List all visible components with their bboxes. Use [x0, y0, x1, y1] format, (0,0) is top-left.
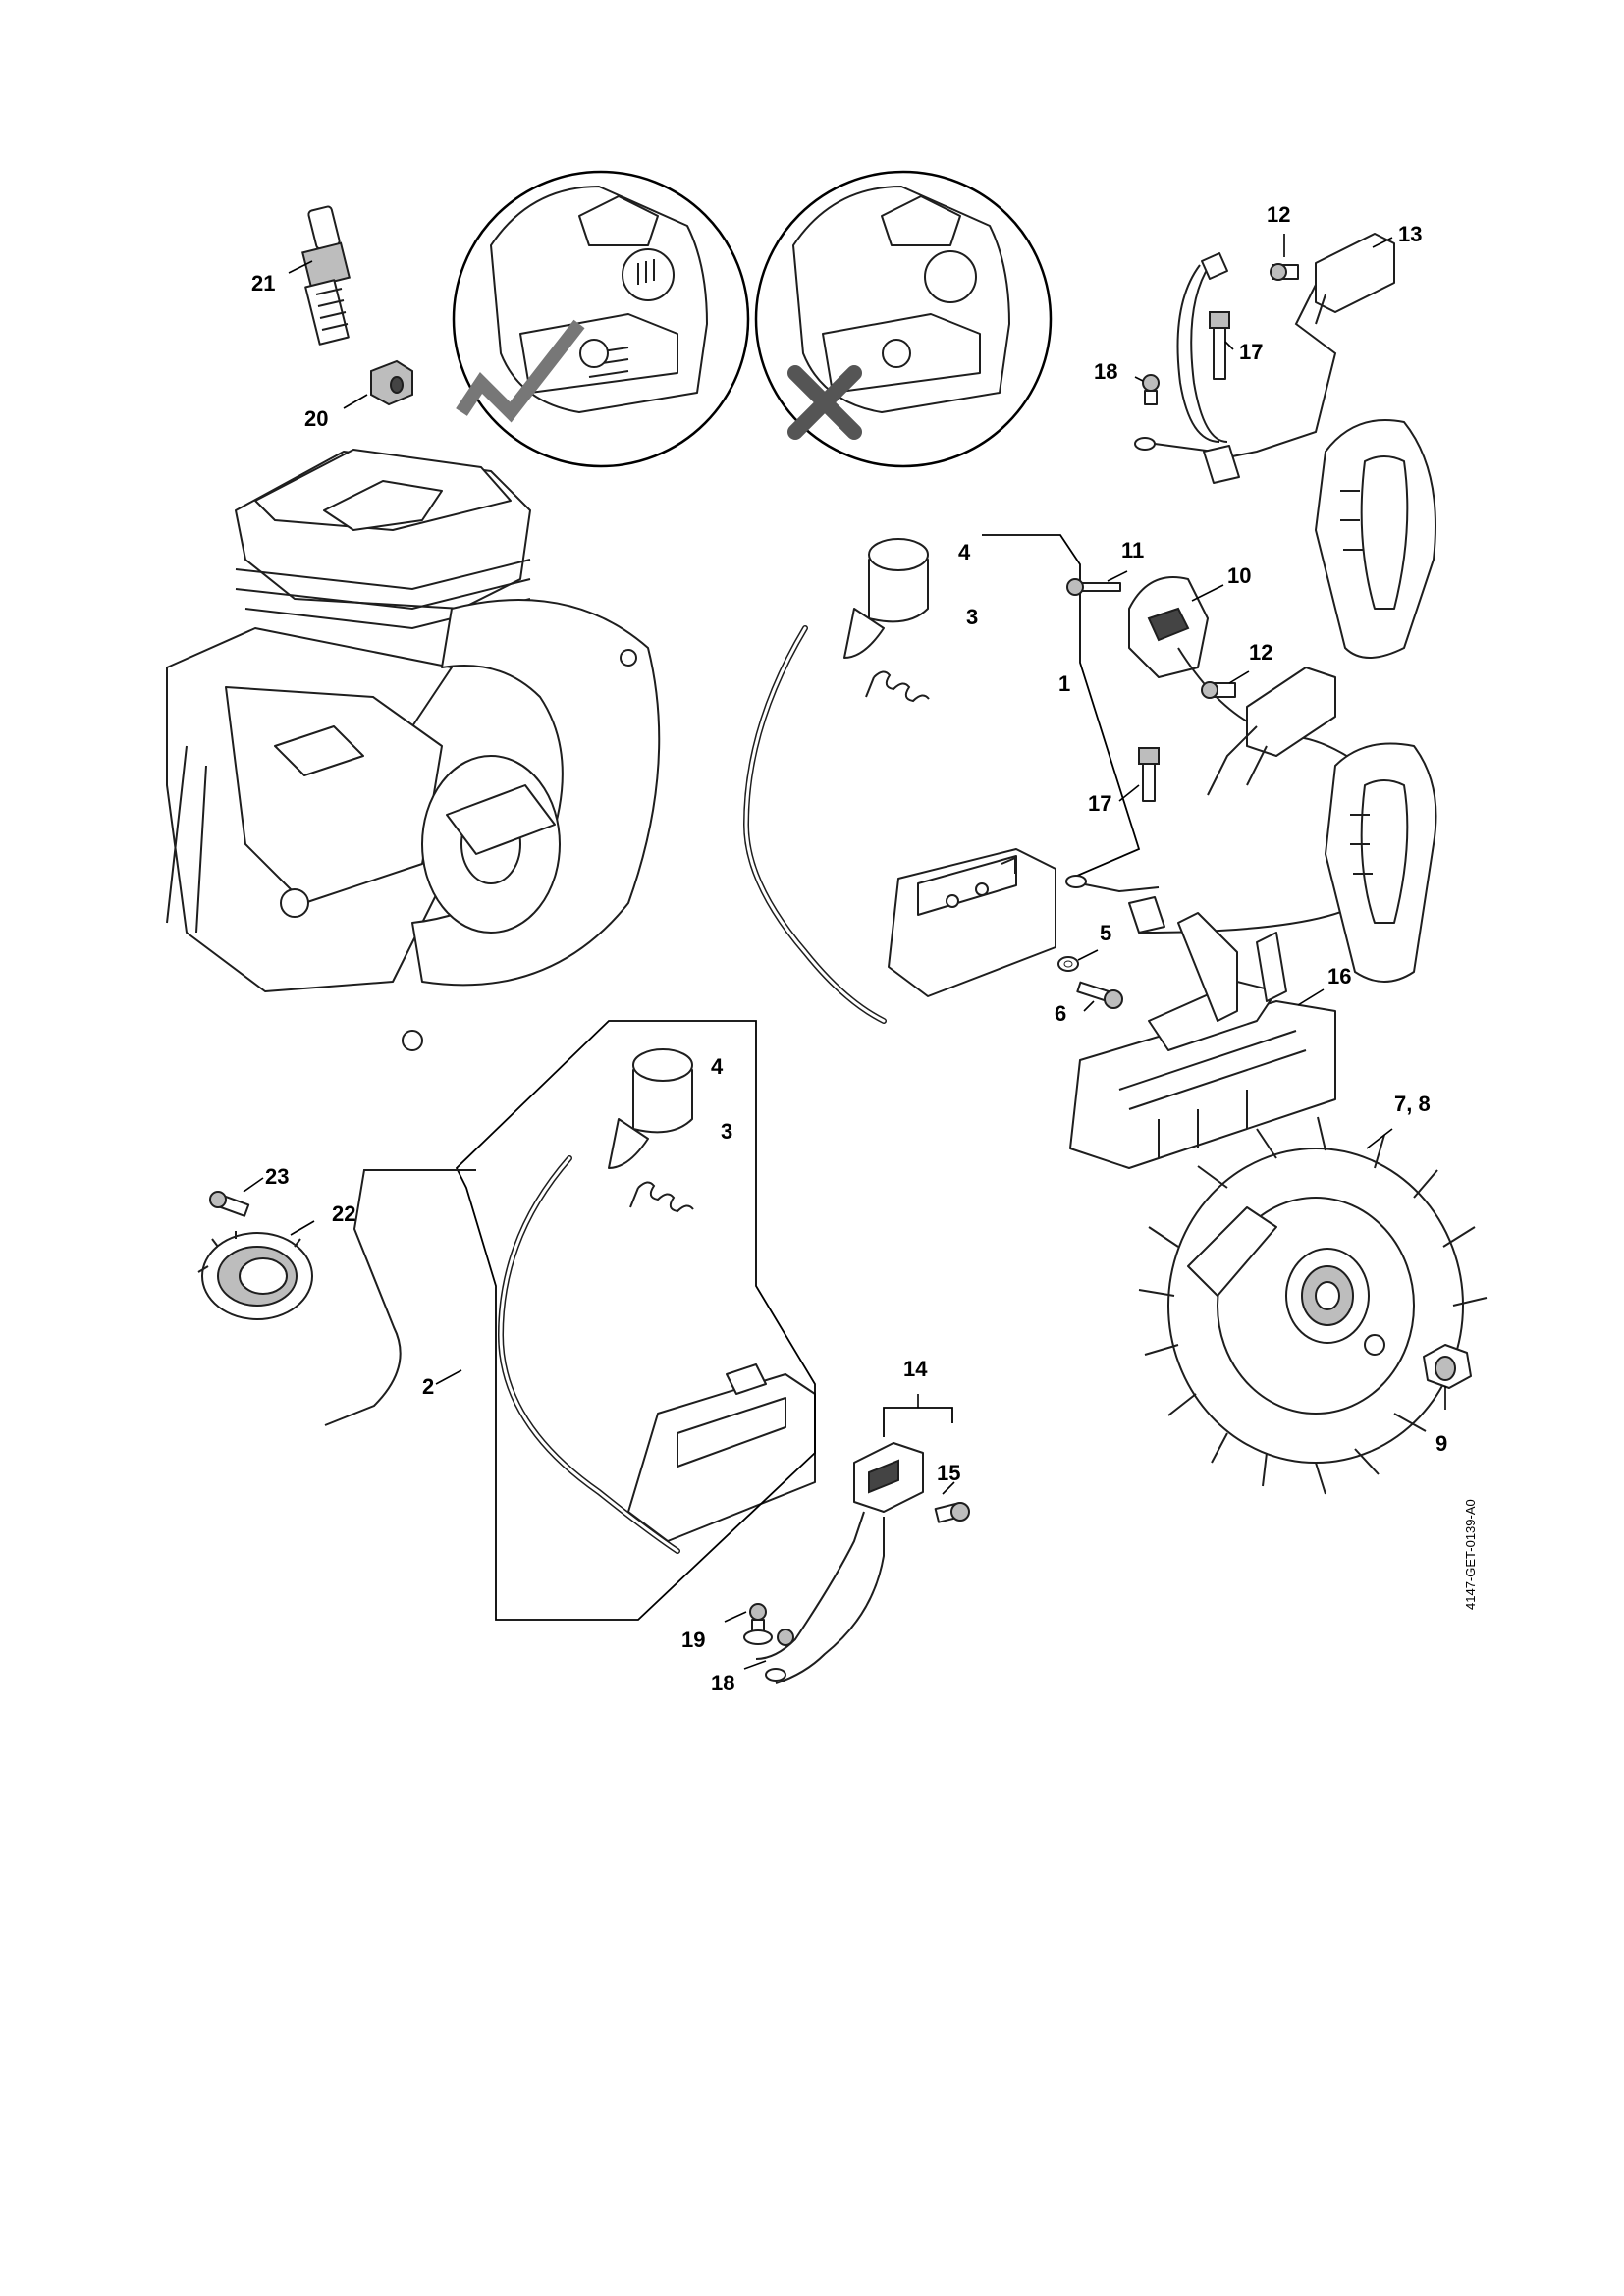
callout-22: 22 — [332, 1201, 355, 1226]
spring-lower — [629, 1181, 694, 1213]
callout-6: 6 — [1055, 1001, 1066, 1026]
handle-cover-top — [1315, 419, 1436, 659]
screw-23 — [209, 1191, 250, 1217]
ground-wire-top — [1134, 252, 1240, 484]
callout-4-lower: 4 — [711, 1054, 724, 1079]
callout-12-mid: 12 — [1249, 640, 1272, 665]
nut-9 — [1423, 1344, 1472, 1389]
callout-10: 10 — [1227, 563, 1251, 588]
callout-23: 23 — [265, 1164, 289, 1189]
callout-7-8: 7, 8 — [1394, 1092, 1431, 1116]
callout-17-top: 17 — [1239, 340, 1263, 364]
callout-1: 1 — [1058, 671, 1070, 696]
drawing-code: 4147-GET-0139-A0 — [1463, 1499, 1478, 1610]
housing-16 — [1069, 912, 1336, 1169]
screw-12-top — [1270, 263, 1299, 281]
group-bracket-2 — [455, 1020, 816, 1621]
callout-13: 13 — [1398, 222, 1422, 246]
callout-19: 19 — [681, 1628, 705, 1652]
spark-plug — [301, 205, 351, 346]
connector-13 — [1207, 233, 1395, 462]
ignition-module-upper — [742, 538, 1056, 1024]
handle-cover-mid — [1325, 742, 1437, 983]
cross-icon — [787, 365, 862, 440]
connector-mid — [1207, 667, 1336, 796]
group-bracket-1 — [982, 534, 1141, 880]
callout-3-upper: 3 — [966, 605, 978, 629]
callout-17-mid: 17 — [1088, 791, 1111, 816]
screw-15 — [934, 1502, 970, 1523]
callout-3-lower: 3 — [721, 1119, 732, 1144]
group-bracket-14 — [883, 1407, 953, 1437]
callout-14: 14 — [903, 1357, 928, 1381]
screw-11 — [1066, 578, 1121, 596]
washer-5 — [1057, 956, 1079, 972]
flywheel — [1138, 1116, 1488, 1495]
callout-20: 20 — [304, 406, 328, 431]
spark-plug-terminal — [370, 359, 413, 406]
ground-wire-mid — [1065, 875, 1165, 934]
engine-crankcase — [166, 449, 661, 1051]
screw-18-lower — [765, 1629, 794, 1682]
screw-6 — [1076, 981, 1123, 1009]
callout-18-top: 18 — [1094, 359, 1117, 384]
callout-12-top: 12 — [1267, 202, 1290, 227]
callout-15: 15 — [937, 1461, 960, 1485]
callout-16: 16 — [1327, 964, 1351, 988]
ignition-module-lower — [497, 1048, 816, 1554]
screw-12-mid — [1201, 681, 1236, 699]
screw-17-top — [1209, 311, 1230, 380]
callout-9: 9 — [1435, 1431, 1447, 1456]
callout-11: 11 — [1121, 538, 1144, 562]
callout-5: 5 — [1100, 921, 1111, 945]
detail-view-correct — [452, 170, 750, 468]
callout-21: 21 — [251, 271, 275, 295]
check-icon — [456, 319, 585, 423]
detail-view-incorrect — [754, 170, 1053, 468]
screw-17-mid — [1138, 747, 1160, 802]
callout-4-upper: 4 — [958, 540, 971, 564]
sensor-ring — [197, 1169, 476, 1426]
callout-18-lower: 18 — [711, 1671, 734, 1695]
spring-upper — [865, 670, 930, 703]
switch-14 — [755, 1442, 924, 1684]
callout-2: 2 — [422, 1374, 434, 1399]
screw-18-top — [1142, 374, 1160, 405]
screw-19 — [743, 1603, 773, 1645]
